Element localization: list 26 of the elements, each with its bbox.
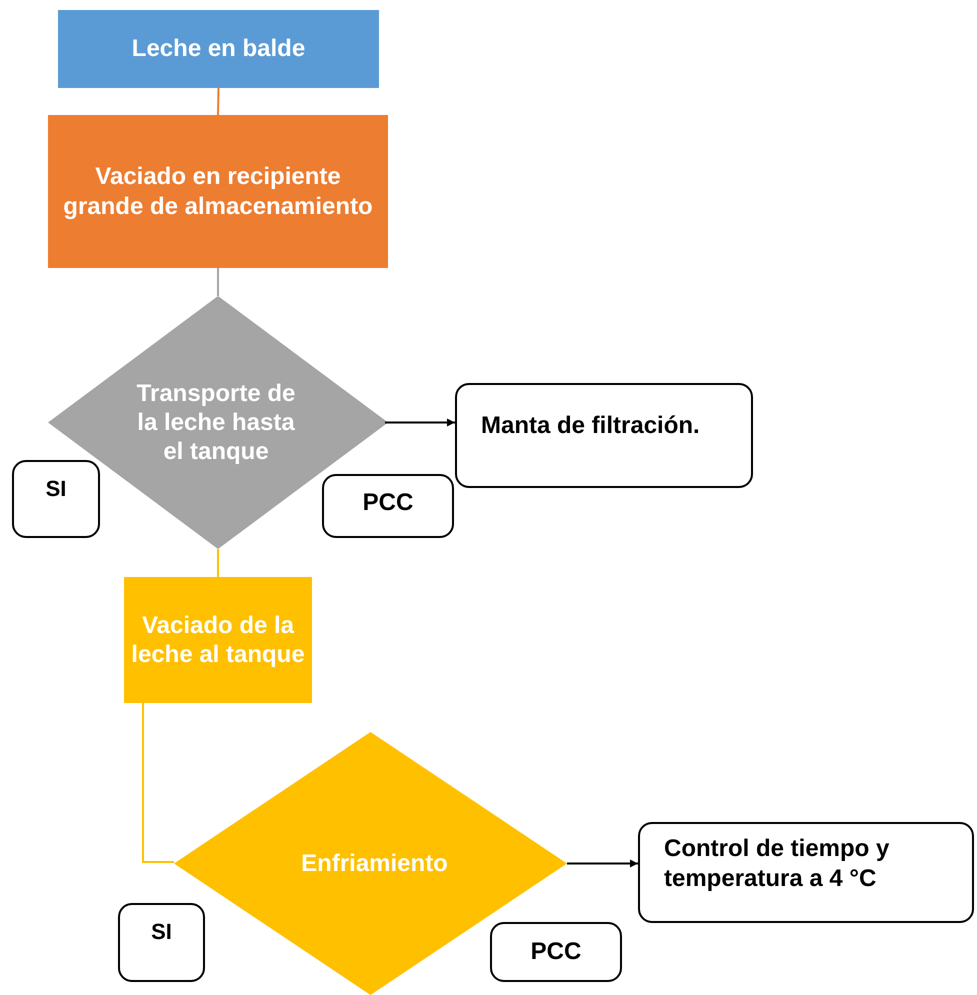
node-label: Vaciado en recipiente grande de almacenamiento bbox=[62, 162, 374, 221]
connector-line bbox=[142, 703, 174, 863]
node-label: Control de tiempo y temperatura a 4 °C bbox=[664, 834, 890, 893]
note-box bbox=[638, 822, 974, 923]
node-label: SI bbox=[151, 919, 172, 946]
node-label: Vaciado de la leche al tanque bbox=[130, 610, 306, 670]
note-box bbox=[455, 383, 753, 488]
control-point-box bbox=[490, 922, 622, 982]
arrow bbox=[385, 418, 455, 426]
node-label: Transporte de la leche hasta el tanque bbox=[136, 378, 296, 466]
connector-line bbox=[217, 88, 220, 116]
answer-box bbox=[118, 903, 205, 982]
node-label: PCC bbox=[362, 488, 414, 518]
control-point-box bbox=[322, 474, 454, 538]
process-box bbox=[48, 115, 388, 268]
node-label: PCC bbox=[530, 937, 582, 967]
node-label: Manta de filtración. bbox=[481, 410, 700, 440]
node-label: SI bbox=[46, 476, 66, 502]
process-box bbox=[58, 10, 379, 88]
node-label: Enfriamiento bbox=[301, 848, 448, 878]
arrow bbox=[567, 860, 638, 868]
answer-box bbox=[12, 460, 100, 538]
process-box bbox=[124, 577, 312, 703]
connector-line bbox=[217, 268, 219, 296]
connector-line bbox=[217, 549, 219, 577]
node-label: Leche en balde bbox=[132, 34, 306, 64]
